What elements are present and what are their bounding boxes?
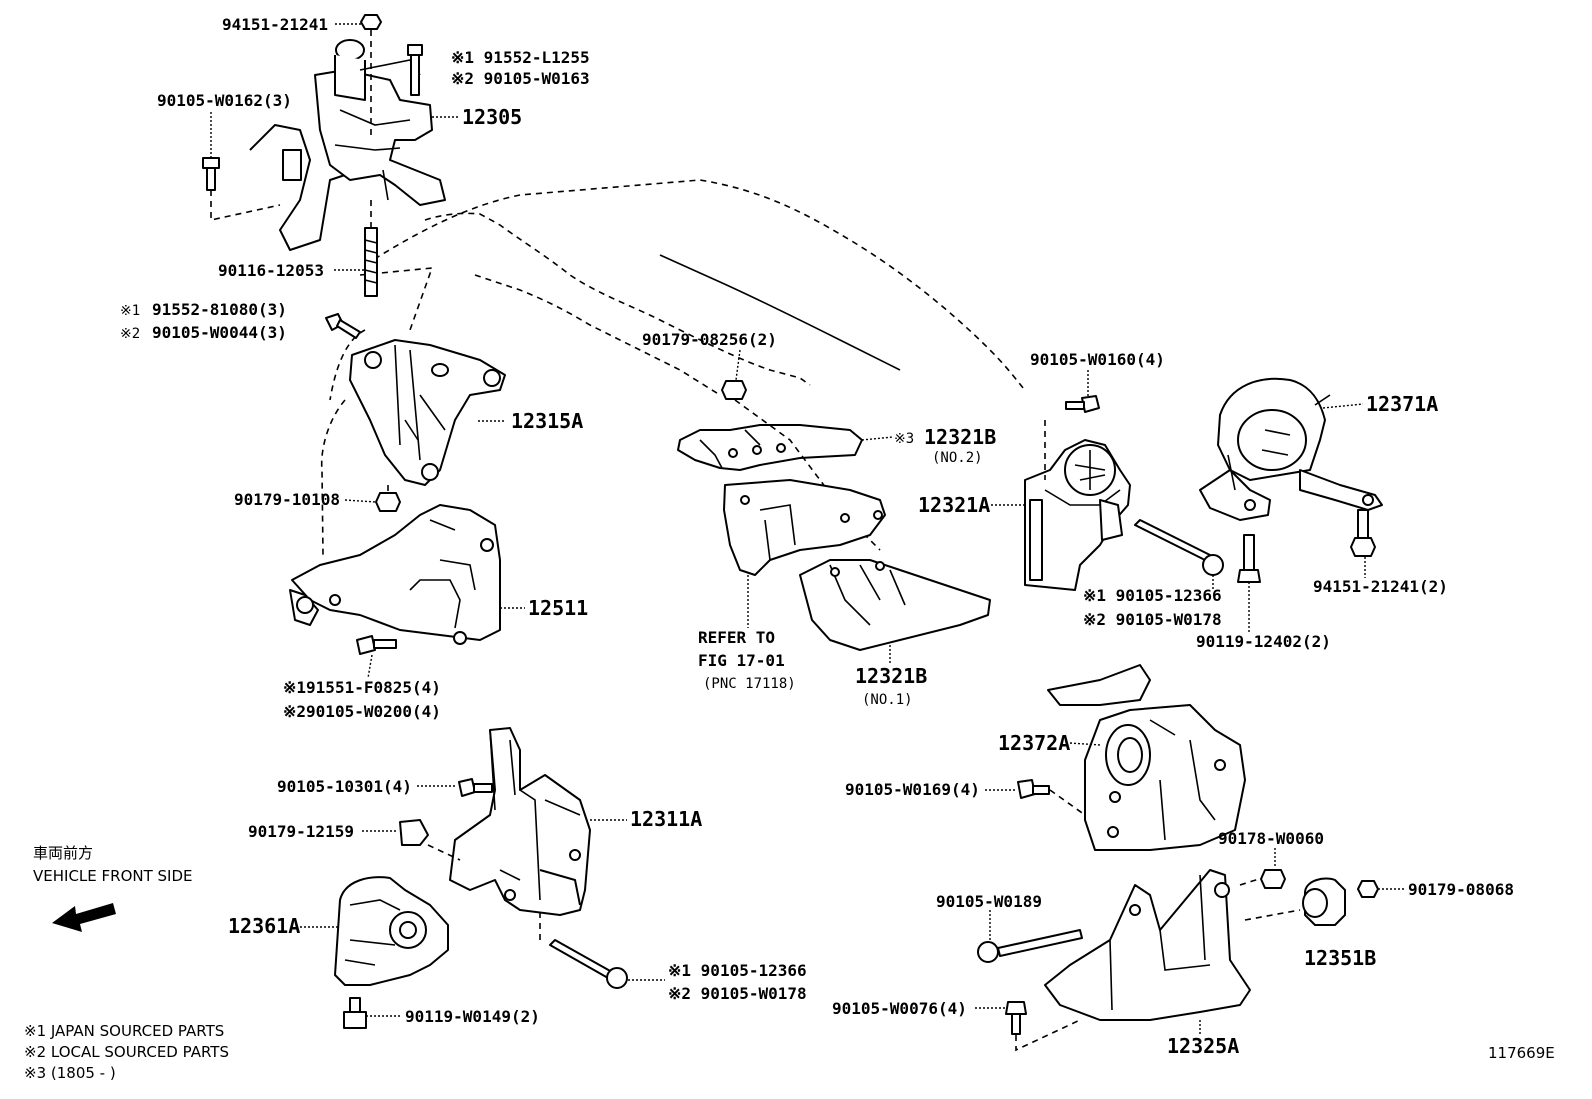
label-90105-W0178-a: ※2 90105-W0178 [1083, 610, 1222, 629]
part-12321B-no1 [799, 559, 991, 651]
part-12311A [449, 727, 591, 916]
label-12371A: 12371A [1366, 392, 1438, 416]
label-91551-F0825: ※191551-F0825(4) [283, 678, 441, 697]
label-90119-12402: 90119-12402(2) [1196, 632, 1331, 651]
label-90105-W0076: 90105-W0076(4) [832, 999, 967, 1018]
label-91552-L1255: ※1 91552-L1255 [451, 48, 590, 67]
nut-90179-12159 [399, 819, 461, 861]
label-90105-W0200: ※290105-W0200(4) [283, 702, 441, 721]
bolt-91551-F0825 [356, 635, 397, 655]
bolt-90105-12366-a [1134, 519, 1224, 576]
engine-outline [320, 179, 1026, 556]
part-12321A [1024, 439, 1131, 591]
bolt-90105-W0160 [1044, 395, 1100, 480]
part-bracket-fig-17-01 [723, 479, 886, 576]
bolt-94151-21241 [360, 14, 382, 140]
part-12371A [1199, 377, 1383, 521]
label-no2: (NO.2) [932, 450, 983, 466]
label-pnc-17118: (PNC 17118) [703, 676, 796, 692]
label-90105-12366-b: ※1 90105-12366 [668, 961, 807, 980]
vehicle-front-en: VEHICLE FRONT SIDE [33, 867, 193, 885]
part-12325A [1044, 869, 1251, 1021]
label-90116-12053: 90116-12053 [218, 261, 324, 280]
label-no1: (NO.1) [862, 692, 913, 708]
label-12305: 12305 [462, 105, 522, 129]
part-12372A [1047, 664, 1246, 851]
label-90105-W0162: 90105-W0162(3) [157, 91, 292, 110]
note-date-range: ※3 (1805 - ) [24, 1064, 116, 1082]
label-refer-to: REFER TO [698, 628, 775, 647]
part-number-labels: 94151-21241 ※1 91552-L1255 ※2 90105-W016… [120, 15, 1514, 1058]
label-mark3: ※3 [894, 431, 914, 447]
part-12511 [289, 504, 501, 645]
legend: 車両前方 VEHICLE FRONT SIDE ※1 JAPAN SOURCED… [24, 844, 1555, 1082]
note-local-sourced: ※2 LOCAL SOURCED PARTS [24, 1043, 229, 1061]
label-12361A: 12361A [228, 914, 300, 938]
label-90179-08256: 90179-08256(2) [642, 330, 777, 349]
nut-90178-W0060 [1239, 869, 1286, 889]
label-12311A: 12311A [630, 807, 702, 831]
label-90119-W0149: 90119-W0149(2) [405, 1007, 540, 1026]
bolt-90105-10301 [458, 778, 493, 797]
nut-90179-08068 [1357, 880, 1379, 898]
label-12351B: 12351B [1304, 946, 1376, 970]
label-fig-17-01: FIG 17-01 [698, 651, 785, 670]
nut-90179-10108 [375, 485, 401, 512]
bolt-90119-12402 [1237, 534, 1261, 583]
label-90105-W0189: 90105-W0189 [936, 892, 1042, 911]
nut-94151-21241-b [1350, 509, 1376, 557]
label-90105-12366-a: ※1 90105-12366 [1083, 586, 1222, 605]
label-90105-W0160: 90105-W0160(4) [1030, 350, 1165, 369]
part-12321B-no2 [677, 424, 863, 471]
part-12305 [249, 39, 446, 251]
label-90105-W0163: ※2 90105-W0163 [451, 69, 590, 88]
bolt-90105-W0189 [977, 929, 1083, 963]
label-12321A: 12321A [918, 493, 990, 517]
leader-lines [210, 23, 1405, 1035]
bolt-90105-W0162 [202, 157, 281, 221]
bolt-90119-W0149 [343, 997, 367, 1029]
stud-90116-12053 [364, 200, 378, 297]
bolt-91552-L1255 [407, 44, 423, 96]
part-12351B [1244, 877, 1346, 926]
note-japan-sourced: ※1 JAPAN SOURCED PARTS [24, 1022, 224, 1040]
label-90179-08068: 90179-08068 [1408, 880, 1514, 899]
part-12361A [334, 876, 449, 986]
label-90105-W0178-b: ※2 90105-W0178 [668, 984, 807, 1003]
vehicle-front-jp: 車両前方 [33, 844, 93, 862]
label-12325A: 12325A [1167, 1034, 1239, 1058]
bolt-91552-81080 [325, 313, 361, 339]
label-91552-81080: 91552-81080(3) [152, 300, 287, 319]
label-90105-W0169: 90105-W0169(4) [845, 780, 980, 799]
label-90105-W0044: 90105-W0044(3) [152, 323, 287, 342]
label-mark1-a: ※1 [120, 303, 140, 319]
label-90178-W0060: 90178-W0060 [1218, 829, 1324, 848]
label-12511: 12511 [528, 596, 588, 620]
label-mark2-a: ※2 [120, 326, 140, 342]
label-12315A: 12315A [511, 409, 583, 433]
label-12372A: 12372A [998, 731, 1070, 755]
figure-id: 117669E [1488, 1044, 1555, 1062]
label-12321B-no1: 12321B [855, 664, 927, 688]
bolt-90105-W0076 [1005, 1001, 1081, 1052]
part-12315A [349, 339, 506, 486]
label-90179-10108: 90179-10108 [234, 490, 340, 509]
vehicle-front-arrow-icon [52, 903, 116, 932]
label-90179-12159: 90179-12159 [248, 822, 354, 841]
label-12321B-no2: 12321B [924, 425, 996, 449]
label-90105-10301: 90105-10301(4) [277, 777, 412, 796]
label-94151-21241: 94151-21241 [222, 15, 328, 34]
bolt-90105-12366-b [539, 910, 628, 989]
label-94151-21241-2: 94151-21241(2) [1313, 577, 1448, 596]
bolt-90105-W0169 [1017, 779, 1086, 816]
